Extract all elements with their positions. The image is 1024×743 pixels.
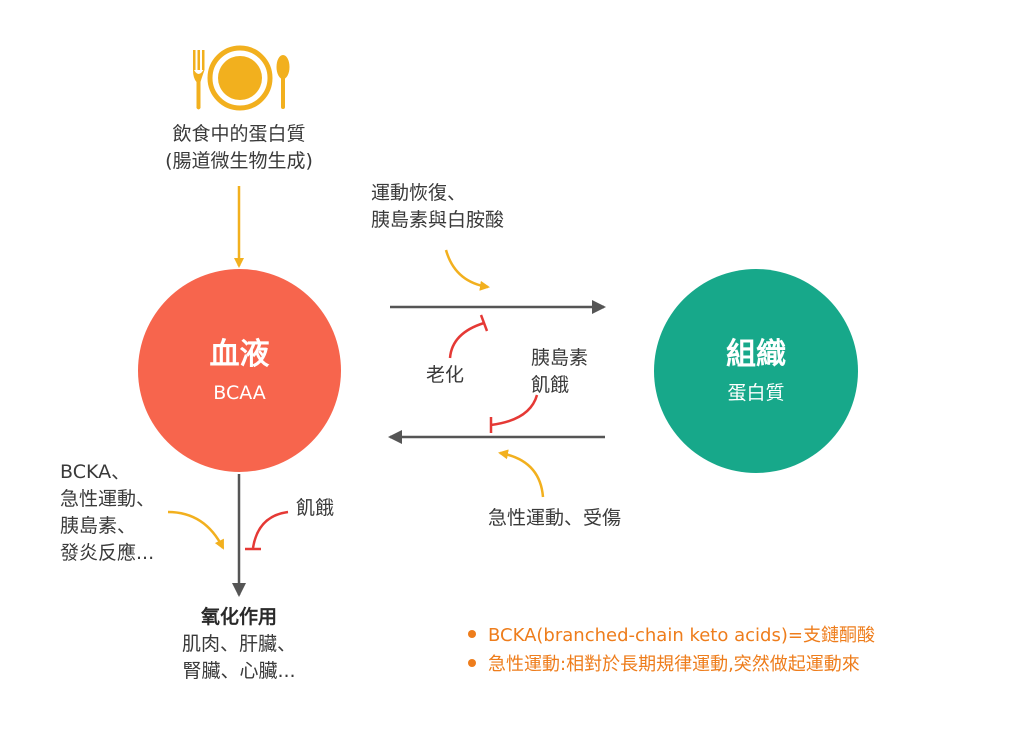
tissue-title: 組織 xyxy=(726,337,786,372)
breakdown-inhibitors-line-1: 胰島素 xyxy=(531,347,589,369)
footnote-acute-exercise-text: 急性運動:相對於長期規律運動,突然做起運動來 xyxy=(488,654,860,675)
synthesis-promoters-line-2: 胰島素與白胺酸 xyxy=(371,209,505,231)
synthesis-promoters-label: 運動恢復、 胰島素與白胺酸 xyxy=(371,180,504,234)
oxidation-promoters-line-2: 急性運動、 xyxy=(60,488,156,510)
bullet-dot xyxy=(468,659,476,667)
oxidation-inhibitor-curve xyxy=(251,510,289,549)
plate-fork-spoon-icon xyxy=(193,45,290,111)
oxidation-inhibitor-label: 飢餓 xyxy=(296,497,335,519)
oxidation-line-2: 腎臟、心臟... xyxy=(182,660,296,682)
oxidation-promoter-curve xyxy=(167,510,225,550)
synthesis-inhibitor-curve xyxy=(448,321,485,359)
synthesis-promoter-curve xyxy=(444,249,490,291)
diet-label: 飲食中的蛋白質 (腸道微生物生成) xyxy=(139,121,339,175)
oxidation-promoters-label: BCKA、 急性運動、 胰島素、 發炎反應... xyxy=(60,459,155,567)
blood-circle: 血液 BCAA xyxy=(138,269,341,472)
footnote-bcka-text: BCKA(branched-chain keto acids)=支鏈酮酸 xyxy=(488,625,875,646)
diet-line-2: (腸道微生物生成) xyxy=(165,150,313,172)
tissue-subtitle: 蛋白質 xyxy=(727,382,785,404)
oxidation-line-1: 肌肉、肝臟、 xyxy=(181,633,296,655)
bullet-dot xyxy=(468,630,476,638)
synthesis-promoters-line-1: 運動恢復、 xyxy=(371,182,467,204)
diet-line-1: 飲食中的蛋白質 xyxy=(172,123,306,145)
breakdown-inhibitor-curve xyxy=(490,394,539,427)
blood-title: 血液 xyxy=(209,336,270,372)
breakdown-inhibitors-line-2: 飢餓 xyxy=(531,374,570,396)
breakdown-inhibitors-label: 胰島素 飢餓 xyxy=(531,345,588,399)
blood-subtitle: BCAA xyxy=(213,381,266,404)
oxidation-title: 氧化作用 xyxy=(200,606,277,628)
footnote-bcka: BCKA(branched-chain keto acids)=支鏈酮酸 xyxy=(468,622,875,650)
tissue-circle: 組織 蛋白質 xyxy=(654,269,858,473)
synthesis-inhibitor-label: 老化 xyxy=(426,364,465,386)
footnote-acute-exercise: 急性運動:相對於長期規律運動,突然做起運動來 xyxy=(468,651,860,679)
oxidation-label: 氧化作用 肌肉、肝臟、 腎臟、心臟... xyxy=(139,604,339,685)
oxidation-promoters-line-1: BCKA、 xyxy=(60,461,131,483)
breakdown-promoter-curve xyxy=(498,449,545,498)
oxidation-promoters-line-3: 胰島素、 xyxy=(60,515,137,537)
oxidation-promoters-line-4: 發炎反應... xyxy=(60,542,155,564)
breakdown-promoters-label: 急性運動、受傷 xyxy=(488,507,622,529)
